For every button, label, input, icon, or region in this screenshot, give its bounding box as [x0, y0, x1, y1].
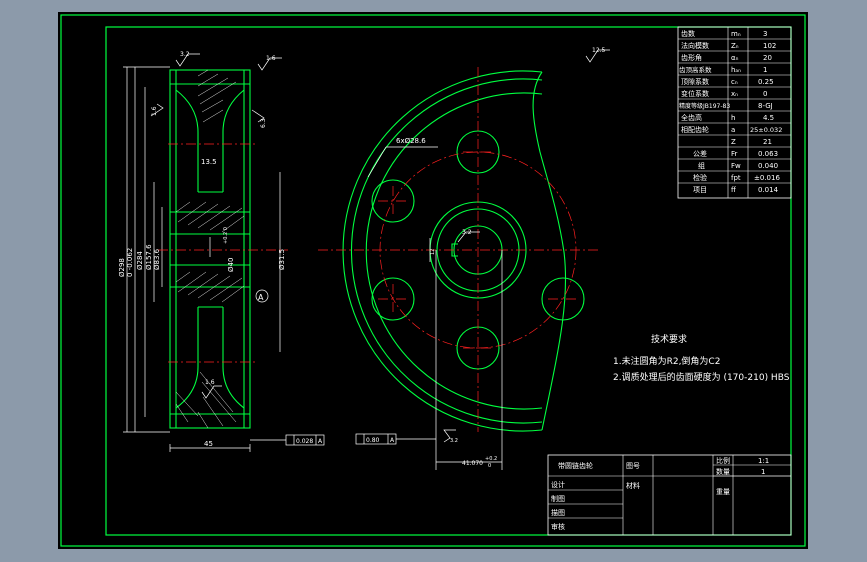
param-val: 20: [763, 54, 772, 62]
param-val: 0.063: [758, 150, 778, 158]
param-val: 0.040: [758, 162, 778, 170]
param-val: 102: [763, 42, 776, 50]
param-label: 检验: [693, 173, 707, 182]
param-label: 组: [698, 161, 705, 170]
dim-bore: Ø40: [227, 258, 235, 272]
tech-line-2: 2.调质处理后的齿面硬度为 (170-210) HBS: [613, 371, 790, 383]
param-sym: h: [731, 114, 735, 122]
param-sym: Z: [731, 138, 736, 146]
weight-label: 重量: [716, 488, 730, 496]
draw-no-label: 图号: [626, 462, 640, 470]
dim-hub-width: 13.5: [201, 158, 217, 166]
param-label: 变位系数: [681, 89, 709, 98]
param-sym: Fr: [731, 150, 738, 158]
param-sym: Zₙ: [731, 42, 739, 50]
param-val: 1: [763, 66, 767, 74]
param-sym: Fw: [731, 162, 741, 170]
title-block: 带圆链齿轮 图号 材料 比例 1:1 数量 1 重量 设计 制图 描图 审核: [547, 454, 792, 536]
rough-face: 6.3: [260, 118, 267, 128]
param-val: 8-GJ: [758, 102, 773, 110]
tech-line-1: 1.未注圆角为R2,倒角为C2: [613, 355, 720, 367]
param-label: 齿顶高系数: [679, 65, 712, 74]
inner-frame: [105, 26, 792, 536]
param-label: 相配齿轮: [681, 125, 709, 134]
param-sym: αₙ: [731, 54, 739, 62]
qty-value: 1: [761, 468, 765, 476]
tech-title: 技术要求: [651, 333, 687, 345]
param-sym: xₙ: [731, 90, 738, 98]
param-sym: cₙ: [731, 78, 738, 86]
param-label: 公差: [693, 149, 707, 158]
param-label: 齿形角: [681, 53, 702, 62]
param-val: 25±0.032: [750, 126, 782, 134]
datum-a-label: A: [258, 293, 264, 302]
part-name: 带圆链齿轮: [558, 461, 593, 470]
parallel-value: 0.80: [366, 437, 380, 444]
param-label: 全齿高: [681, 113, 702, 122]
param-val: 4.5: [763, 114, 774, 122]
section-view: A Ø298 0 -0.062 Ø284 Ø157.6 Ø83.6 Ø40 +0…: [118, 51, 325, 452]
dim-outer-tol: 0 -0.062: [126, 248, 134, 277]
row-review: 审核: [551, 522, 565, 531]
keyway-dim: 41.070: [462, 460, 483, 467]
front-view: 6xØ28.6 41.070 +0.2 0 12 3.2 0.80 A 3.2 …: [318, 47, 610, 470]
param-label: 齿数: [681, 29, 695, 38]
param-sym: hₐₙ: [731, 66, 741, 74]
drawing-viewport[interactable]: A Ø298 0 -0.062 Ø284 Ø157.6 Ø83.6 Ø40 +0…: [58, 12, 808, 549]
key-width-dim: 12: [430, 249, 436, 255]
param-label: 顶隙系数: [681, 77, 709, 86]
rough-bore: 3.2: [462, 229, 472, 236]
rough-top-2: 1.6: [266, 55, 276, 62]
scale-value: 1:1: [758, 457, 769, 465]
row-design: 设计: [551, 480, 565, 489]
keyway-tol-high: +0.2: [485, 456, 497, 462]
rough-hub: 1.6: [205, 379, 215, 386]
dim-hub-diameter: Ø83.6: [153, 248, 161, 270]
param-label: 精度等级JB197-83: [679, 102, 730, 110]
holes-callout: 6xØ28.6: [396, 137, 426, 145]
row-trace: 描图: [551, 508, 565, 517]
param-val: 21: [763, 138, 772, 146]
drawing-svg: A Ø298 0 -0.062 Ø284 Ø157.6 Ø83.6 Ø40 +0…: [60, 14, 806, 547]
parameter-table: 齿数 mₙ 3 法向模数 Zₙ 102 齿形角 αₙ 20 齿顶高系数 hₐₙ …: [677, 26, 792, 199]
qty-label: 数量: [716, 467, 730, 476]
param-sym: fpt: [731, 174, 741, 182]
runout-value: 0.028: [296, 438, 313, 445]
param-val: 0: [763, 90, 767, 98]
param-sym: mₙ: [731, 30, 741, 38]
param-val: 3: [763, 30, 767, 38]
param-label: 法向模数: [681, 41, 709, 50]
rough-key-2: 3.2: [450, 438, 458, 444]
param-val: 0.014: [758, 186, 779, 194]
technical-requirements: 技术要求 1.未注圆角为R2,倒角为C2 2.调质处理后的齿面硬度为 (170-…: [613, 333, 790, 383]
param-label: 项目: [693, 186, 707, 194]
dim-face-width: 45: [204, 440, 213, 448]
keyway-tol-low: 0: [488, 463, 491, 469]
param-sym: ff: [731, 186, 736, 194]
material-label: 材料: [626, 481, 640, 490]
row-draw: 制图: [551, 494, 565, 503]
dim-bore-tol: +0.2 0: [223, 227, 229, 244]
rough-general: 12.5: [592, 47, 606, 54]
dim-web-diameter: Ø157.6: [145, 244, 153, 270]
runout-ref: A: [318, 438, 323, 445]
param-sym: a: [731, 126, 735, 134]
scale-label: 比例: [716, 456, 730, 465]
dim-rim-diameter: Ø284: [136, 251, 144, 270]
parallel-ref: A: [390, 437, 395, 444]
param-val: 0.25: [758, 78, 774, 86]
outer-frame: [60, 14, 806, 547]
dim-outer-diameter: Ø298: [118, 258, 126, 277]
rough-top-1: 3.2: [180, 51, 190, 58]
param-val: ±0.016: [754, 174, 780, 182]
rough-side: 1.6: [151, 106, 158, 116]
dim-pitch: Ø31.5: [278, 249, 286, 270]
